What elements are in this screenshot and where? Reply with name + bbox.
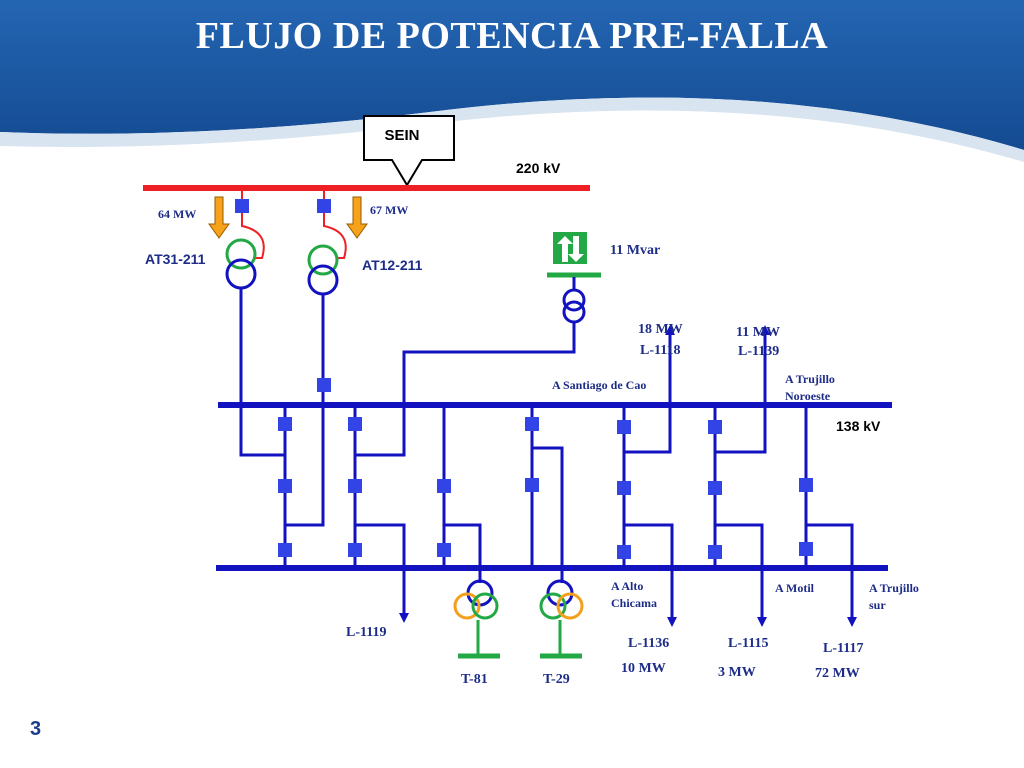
t29-label: T-29 [543, 672, 570, 687]
header-wave [0, 0, 1024, 150]
at31-flow-label: 64 MW [158, 207, 196, 221]
l1118-label: L-1118 [640, 343, 680, 358]
arrow-at12-flow [346, 196, 368, 239]
at12-label: AT12-211 [362, 257, 423, 273]
dest-alto-chicama-2: Chicama [611, 596, 657, 610]
breaker-at12-220 [317, 199, 331, 213]
dest-trujillo-sur-2: sur [869, 598, 886, 612]
compensator [547, 232, 601, 324]
l1115-label: L-1115 [728, 636, 768, 651]
breakers [278, 378, 813, 559]
l1139-flow: 11 MW [736, 325, 780, 340]
l1136-flow: 10 MW [621, 661, 666, 676]
dest-motil: A Motil [775, 581, 815, 595]
at31-label: AT31-211 [145, 251, 206, 267]
dest-santiago: A Santiago de Cao [552, 378, 646, 392]
arrow-at31-flow [208, 196, 230, 239]
links-220 [241, 190, 347, 259]
transformer-at31 [225, 238, 257, 290]
slide-number: 3 [30, 718, 42, 740]
page-title: FLUJO DE POTENCIA PRE-FALLA [195, 15, 829, 57]
at12-flow-label: 67 MW [370, 203, 408, 217]
transformer-t29 [539, 579, 584, 659]
bus-220kv-label: 220 kV [516, 160, 561, 176]
dest-trujillo-noroeste-2: Noroeste [785, 389, 831, 403]
l1136-label: L-1136 [628, 636, 669, 651]
l1139-label: L-1139 [738, 344, 779, 359]
header-wave-highlight [0, 97, 1024, 162]
l1115-flow: 3 MW [718, 665, 756, 680]
sein-source: SEIN [363, 115, 455, 187]
compensator-flow-label: 11 Mvar [610, 243, 660, 258]
sein-label: SEIN [384, 127, 419, 144]
dest-trujillo-noroeste-1: A Trujillo [785, 372, 835, 386]
l1119-label: L-1119 [346, 625, 386, 640]
transformer-t81 [453, 579, 500, 659]
bus-138kv-label: 138 kV [836, 418, 881, 434]
breaker-at31-220 [235, 199, 249, 213]
transformer-at12 [307, 244, 339, 296]
dest-trujillo-sur-1: A Trujillo [869, 581, 919, 595]
l1118-flow: 18 MW [638, 322, 683, 337]
dest-alto-chicama-1: A Alto [611, 579, 643, 593]
t81-label: T-81 [461, 672, 488, 687]
l1117-label: L-1117 [823, 641, 863, 656]
l1117-flow: 72 MW [815, 666, 860, 681]
